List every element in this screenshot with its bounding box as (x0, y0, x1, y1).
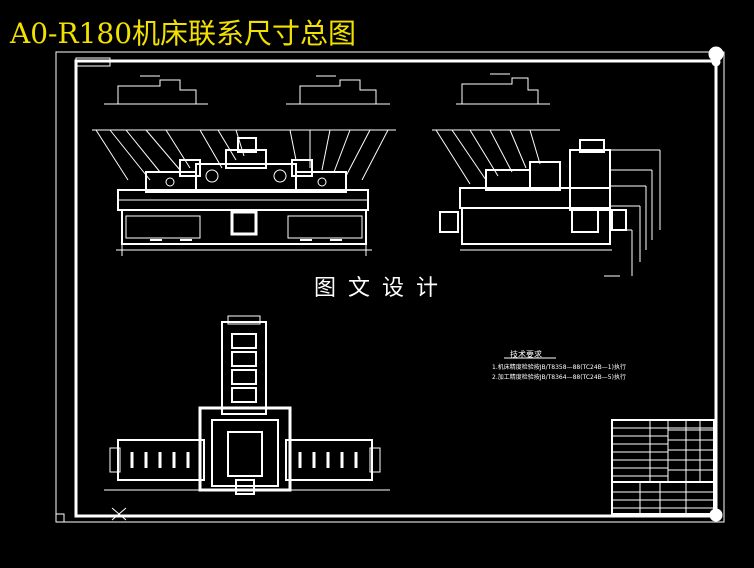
corner-marker-right (711, 57, 721, 67)
tech-note-2: 2.加工精度检验按JB/T8364—88(TC24B—5)执行 (492, 374, 626, 381)
side-view (432, 73, 661, 277)
tech-requirements-heading: 技术要求 (510, 350, 542, 359)
tech-note-1: 1.机床精度检验按JB/T8358—88(TC24B—1)执行 (492, 364, 626, 371)
drawing-title: A0-R180机床联系尺寸总图 (10, 17, 357, 50)
watermark-text: 图文设计 (314, 276, 451, 301)
inner-frame (74, 59, 718, 518)
outer-frame (55, 51, 725, 523)
plan-view (104, 315, 390, 495)
title-block (611, 419, 715, 515)
top-left-tab (75, 57, 111, 67)
front-view (92, 75, 396, 256)
